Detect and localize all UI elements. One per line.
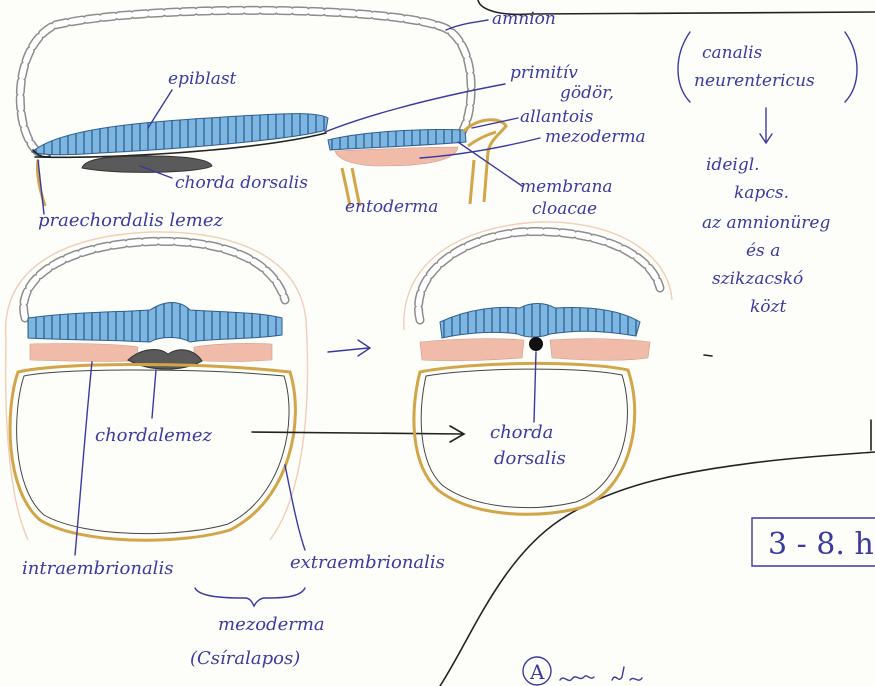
- label-amnion: amnion: [492, 9, 556, 29]
- chorda-dorsalis-top: [82, 156, 212, 172]
- page-edge-bottom: [440, 452, 875, 686]
- label-chorda-2: dorsalis: [494, 448, 566, 469]
- transition-arrow: [252, 426, 464, 442]
- label-allantois: allantois: [520, 107, 594, 127]
- label-mesoderm-note: (Csíralapos): [190, 648, 300, 669]
- label-chordal-plate: chordalemez: [95, 425, 212, 446]
- label-chorda-dorsalis-top: chorda dorsalis: [175, 173, 308, 193]
- note-line-2: kapcs.: [734, 183, 789, 203]
- circled-letter: A: [529, 660, 545, 684]
- label-membrana-1: membrana: [520, 177, 613, 197]
- mesoderm-right-a: [420, 339, 524, 361]
- label-primitive-pit-2: gödör,: [560, 83, 614, 103]
- label-mesoderm: mezoderma: [218, 614, 325, 635]
- note-line-6: közt: [750, 297, 786, 317]
- stray-dash: [704, 355, 712, 356]
- note-line-5: szikzacskó: [712, 269, 803, 289]
- chordal-plate-leader: [152, 370, 156, 418]
- note-line-3: az amnionüreg: [702, 213, 830, 233]
- epiblast-left: [28, 303, 282, 343]
- label-chorda-1: chorda: [490, 422, 553, 443]
- label-membrana-2: cloacae: [532, 199, 597, 219]
- note-line-4: és a: [746, 241, 780, 261]
- paren-left: [678, 32, 690, 102]
- side-note: ideigl. kapcs. az amnionüreg és a szikza…: [702, 155, 830, 356]
- mesoderm-brace: [195, 588, 305, 606]
- label-mesoderm-top: mezoderma: [545, 127, 646, 147]
- chorda-dorsalis-dot: [529, 337, 543, 351]
- cut-off-scribble: [560, 667, 642, 680]
- yolk-sac-left-inner: [17, 370, 289, 534]
- mesoderm-left-a: [30, 343, 138, 361]
- mesoderm-left-b: [194, 343, 272, 361]
- cross-section-left: [6, 232, 308, 540]
- amnion-left: [24, 241, 285, 318]
- cross-section-right: [404, 222, 672, 514]
- primitive-pit-leader: [325, 84, 505, 132]
- label-extraembryonic: extraembrionalis: [290, 552, 445, 573]
- extraembryonic-outline-left: [6, 232, 308, 540]
- mesoderm-right-b: [550, 339, 650, 361]
- note-line-1: ideigl.: [706, 155, 760, 175]
- label-primitive-pit-1: primitív: [510, 63, 578, 83]
- label-canalis-1: canalis: [702, 43, 763, 63]
- intraembryonic-leader: [75, 362, 92, 555]
- stage-box-label: 3 - 8. h: [768, 527, 874, 562]
- epiblast-top: [32, 114, 328, 155]
- yolk-sac-left: [10, 365, 295, 541]
- label-prechordal-plate: praechordalis lemez: [38, 210, 223, 231]
- paren-right: [845, 32, 857, 102]
- down-arrow: [760, 108, 772, 143]
- label-epiblast: epiblast: [168, 69, 237, 89]
- label-canalis-2: neurentericus: [694, 71, 815, 91]
- stage-arrow: [328, 340, 370, 356]
- label-entoderm: entoderma: [345, 197, 438, 217]
- label-intraembryonic: intraembrionalis: [22, 558, 173, 579]
- epiblast-right: [440, 304, 640, 339]
